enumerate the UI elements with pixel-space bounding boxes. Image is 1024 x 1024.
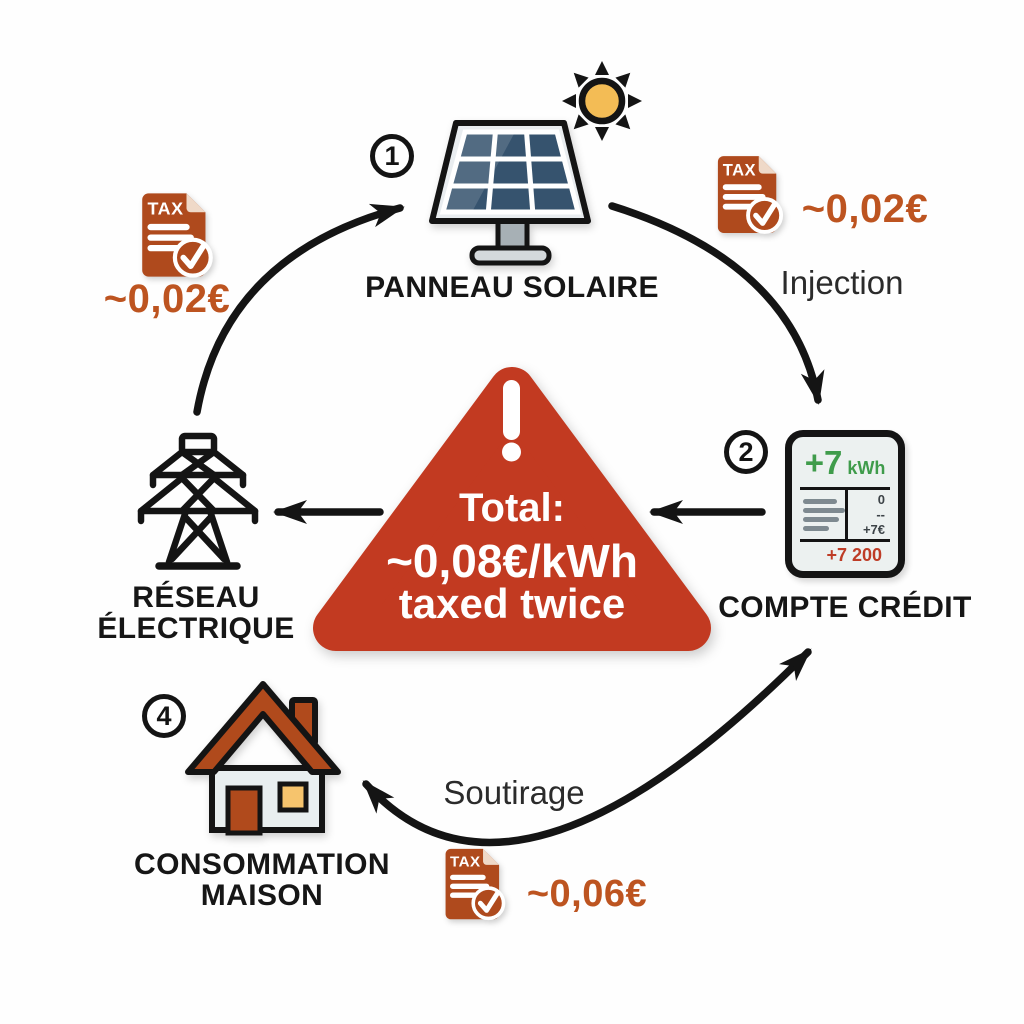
- house-window: [277, 781, 309, 813]
- tax-amount-right: ~0,02€: [801, 187, 929, 231]
- check-icon: [180, 243, 207, 269]
- tax-amount-left: ~0,02€: [103, 277, 231, 321]
- panneau-solaire-label: PANNEAU SOLAIRE: [365, 271, 659, 304]
- tax-document-icon-right: TAX: [717, 156, 784, 234]
- tax-document-icon-bottom: TAX: [445, 848, 506, 921]
- step-number-4-value: 4: [156, 700, 172, 731]
- credit-meter-card: +7 kWh 0 -- +7€ +7 200: [785, 430, 905, 578]
- step-number-1-value: 1: [384, 140, 400, 171]
- arrow-reseau-to-panneau: [193, 203, 405, 416]
- exclamation-bar: [503, 380, 520, 440]
- warning-line-2: ~0,08€/kWh: [386, 535, 638, 587]
- solar-panel-icon: [429, 120, 591, 266]
- sun-rays: [562, 61, 642, 141]
- arrow-soutirage-credit-maison: [362, 648, 812, 847]
- house-roof: [185, 681, 341, 775]
- reseau-label-line2: ÉLECTRIQUE: [97, 612, 295, 645]
- sun-icon: [562, 61, 642, 141]
- credit-value-top: 0: [877, 492, 885, 507]
- maison-label-line1: CONSOMMATION: [134, 848, 390, 881]
- panel-base: [469, 245, 552, 266]
- panel-stand: [495, 218, 530, 252]
- electric-pylon-icon: [137, 432, 259, 570]
- tax-badge-text: TAX: [450, 854, 481, 871]
- warning-triangle-icon: [313, 367, 711, 651]
- soutirage-flow-label: Soutirage: [443, 774, 585, 811]
- panel-cells: [443, 132, 578, 212]
- credit-table-lines: [800, 490, 845, 539]
- credit-mini-table: 0 -- +7€: [800, 487, 890, 542]
- injection-flow-label: Injection: [780, 264, 904, 301]
- step-number-2-value: 2: [738, 436, 754, 467]
- consommation-maison-label: CONSOMMATION MAISON: [112, 849, 412, 911]
- step-number-4: 4: [142, 694, 186, 738]
- check-icon: [477, 890, 500, 913]
- warning-line-1: Total:: [459, 486, 565, 530]
- reseau-electrique-label: RÉSEAU ÉLECTRIQUE: [56, 582, 336, 644]
- step-number-1: 1: [370, 134, 414, 178]
- credit-kwh-unit: kWh: [847, 458, 886, 478]
- house-icon: [185, 681, 341, 836]
- credit-kwh-row: +7 kWh: [800, 444, 890, 482]
- house-door: [225, 785, 263, 836]
- credit-value-bottom: +7€: [862, 522, 885, 537]
- tax-badge-text: TAX: [147, 198, 183, 218]
- step-number-2: 2: [724, 430, 768, 474]
- maison-label-line2: MAISON: [200, 879, 324, 912]
- credit-table-values: 0 -- +7€: [845, 490, 890, 539]
- compte-credit-label: COMPTE CRÉDIT: [718, 591, 972, 624]
- exclamation-dot: [502, 442, 521, 462]
- credit-total: +7 200: [826, 545, 882, 565]
- tax-badge-text: TAX: [723, 161, 756, 180]
- credit-kwh-value: +7: [804, 444, 843, 481]
- tax-document-icon-left: TAX: [142, 193, 213, 278]
- reseau-label-line1: RÉSEAU: [132, 581, 260, 614]
- warning-line-3: taxed twice: [398, 580, 626, 627]
- check-icon: [753, 202, 777, 226]
- arrow-panneau-to-credit-injection: [608, 202, 825, 405]
- tax-amount-bottom: ~0,06€: [526, 873, 648, 915]
- credit-value-mid: --: [876, 507, 885, 522]
